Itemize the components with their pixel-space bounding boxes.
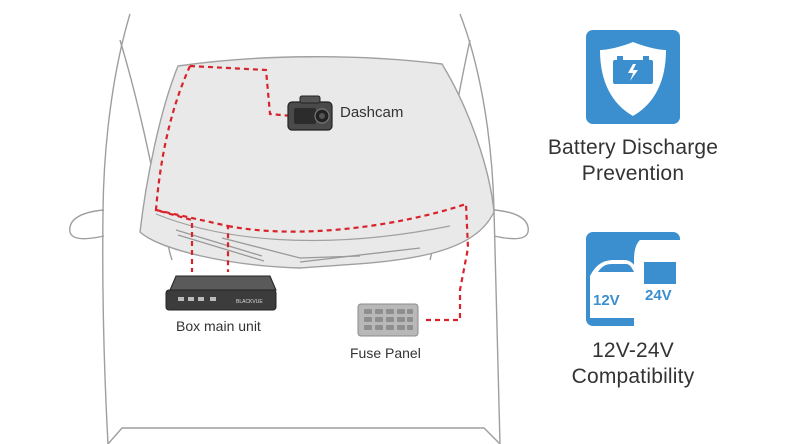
battery-discharge-caption: Battery Discharge Prevention [523, 135, 743, 187]
feature-title-line: Prevention [581, 162, 685, 185]
voltage-badge-12v: 12V [593, 292, 620, 309]
shield-battery-icon [586, 30, 680, 124]
feature-title-line: Compatibility [571, 365, 695, 388]
hood-line [155, 213, 451, 242]
feature-title-line: Battery Discharge [547, 136, 719, 159]
dashcam-label: Dashcam [340, 104, 404, 121]
box-brand-label: BLACKVUE [236, 299, 263, 305]
voltage-badge-24v: 24V [645, 287, 672, 304]
wiper-blades [175, 229, 421, 263]
windshield [139, 56, 495, 269]
feature-title-line: 12V-24V [592, 339, 674, 362]
dashcam-device [287, 95, 333, 131]
fuse-panel-device [357, 303, 419, 337]
compatibility-caption: 12V-24V Compatibility [523, 338, 743, 390]
car-truck-voltage-icon [586, 232, 680, 326]
box-main-unit-device [165, 275, 277, 311]
box-main-unit-label: Box main unit [176, 318, 261, 334]
power-cable [154, 64, 470, 322]
fuse-panel-label: Fuse Panel [350, 345, 421, 361]
